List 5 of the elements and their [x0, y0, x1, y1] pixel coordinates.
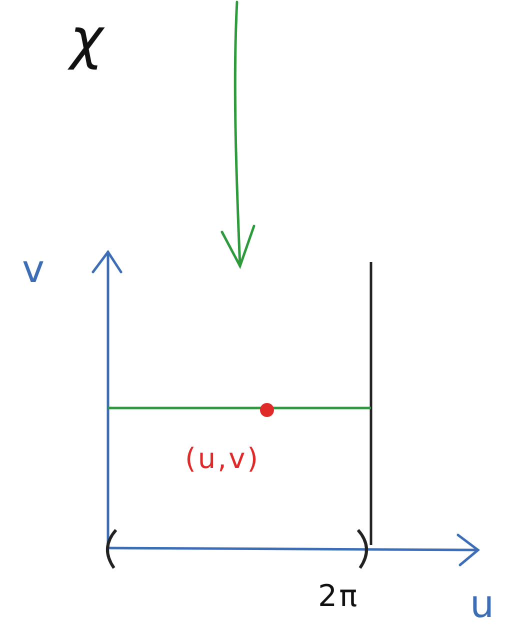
- tick-label: 2π: [318, 582, 360, 612]
- map-symbol: χ: [70, 12, 106, 68]
- point-label: (u,v): [185, 445, 260, 473]
- axis-label: v: [22, 250, 46, 288]
- axis-label: u: [470, 585, 496, 623]
